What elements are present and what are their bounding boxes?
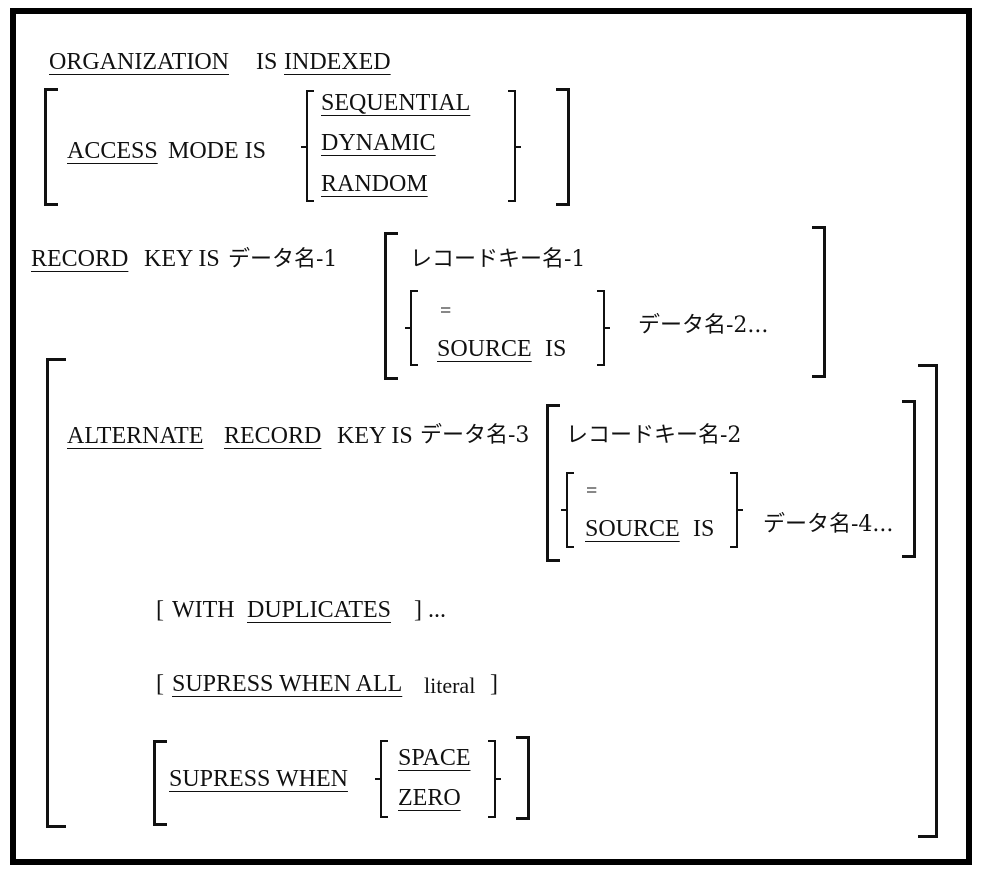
access-keyword: ACCESS bbox=[67, 138, 158, 164]
duplicates-with: WITH bbox=[172, 597, 235, 623]
alternate-bracket-left bbox=[46, 358, 66, 828]
record-source-is: IS bbox=[545, 336, 567, 362]
supress-options-brace-left bbox=[380, 740, 388, 818]
supress-brace-nib-left bbox=[375, 778, 380, 780]
record-keyword: RECORD bbox=[31, 246, 129, 272]
record-data-name-2: データ名-2... bbox=[638, 313, 769, 338]
alternate-bracket-right bbox=[918, 364, 938, 838]
indexed-keyword: INDEXED bbox=[284, 49, 391, 75]
supress-option-space: SPACE bbox=[398, 745, 471, 771]
alternate-brace-nib-left bbox=[561, 509, 566, 511]
supress-when-keyword: SUPRESS WHEN bbox=[169, 766, 348, 792]
access-option-dynamic: DYNAMIC bbox=[321, 130, 436, 156]
organization-is: IS bbox=[256, 49, 278, 75]
alternate-brace-nib-right bbox=[738, 509, 743, 511]
record-source-brace-right bbox=[597, 290, 605, 366]
record-equals: = bbox=[440, 300, 452, 322]
alternate-key-name-2: レコードキー名-2 bbox=[566, 423, 742, 448]
record-source-brace-left bbox=[410, 290, 418, 366]
record-key-bracket-left bbox=[384, 232, 398, 380]
supress-when-bracket-left bbox=[153, 740, 167, 826]
alternate-source-keyword: SOURCE bbox=[585, 516, 680, 542]
alternate-source-brace-left bbox=[566, 472, 574, 548]
alternate-keyword: ALTERNATE bbox=[67, 423, 204, 449]
alternate-source-is: IS bbox=[693, 516, 715, 542]
alternate-source-brace-right bbox=[730, 472, 738, 548]
supress-option-zero: ZERO bbox=[398, 785, 461, 811]
record-key-name-1: レコードキー名-1 bbox=[410, 247, 586, 272]
supress-options-brace-right bbox=[488, 740, 496, 818]
alternate-equals: = bbox=[586, 480, 598, 502]
alternate-key-bracket-left bbox=[546, 404, 560, 562]
syntax-frame bbox=[10, 8, 972, 865]
access-options-brace-left bbox=[306, 90, 314, 202]
supress-brace-nib-right bbox=[496, 778, 501, 780]
alternate-data-name-4: データ名-4... bbox=[763, 512, 894, 537]
supress-literal-close-bracket: ] bbox=[490, 671, 498, 697]
access-options-brace-right bbox=[508, 90, 516, 202]
supress-when-bracket-right bbox=[516, 736, 530, 820]
record-source-keyword: SOURCE bbox=[437, 336, 532, 362]
record-data-name-1: データ名-1 bbox=[228, 247, 338, 272]
alternate-record-keyword: RECORD bbox=[224, 423, 322, 449]
duplicates-close-bracket: ] ... bbox=[414, 597, 446, 623]
alternate-key-bracket-right bbox=[902, 400, 916, 558]
alternate-key-is: KEY IS bbox=[337, 423, 413, 449]
supress-literal-open-bracket: [ bbox=[156, 671, 164, 697]
access-brace-nib-right bbox=[516, 146, 521, 148]
record-key-is: KEY IS bbox=[144, 246, 220, 272]
organization-keyword: ORGANIZATION bbox=[49, 49, 229, 75]
access-option-sequential: SEQUENTIAL bbox=[321, 90, 471, 116]
access-brace-nib-left bbox=[301, 146, 306, 148]
access-mode-is: MODE IS bbox=[168, 138, 267, 164]
access-clause-bracket-right bbox=[556, 88, 570, 206]
record-key-bracket-right bbox=[812, 226, 826, 378]
record-brace-nib-left bbox=[405, 327, 410, 329]
alternate-data-name-3: データ名-3 bbox=[420, 423, 530, 448]
access-clause-bracket-left bbox=[44, 88, 58, 206]
duplicates-open-bracket: [ bbox=[156, 597, 164, 623]
duplicates-keyword: DUPLICATES bbox=[247, 597, 392, 623]
access-option-random: RANDOM bbox=[321, 171, 428, 197]
record-brace-nib-right bbox=[605, 327, 610, 329]
supress-when-all-keyword: SUPRESS WHEN ALL bbox=[172, 671, 403, 697]
supress-literal-word: literal bbox=[424, 673, 476, 698]
